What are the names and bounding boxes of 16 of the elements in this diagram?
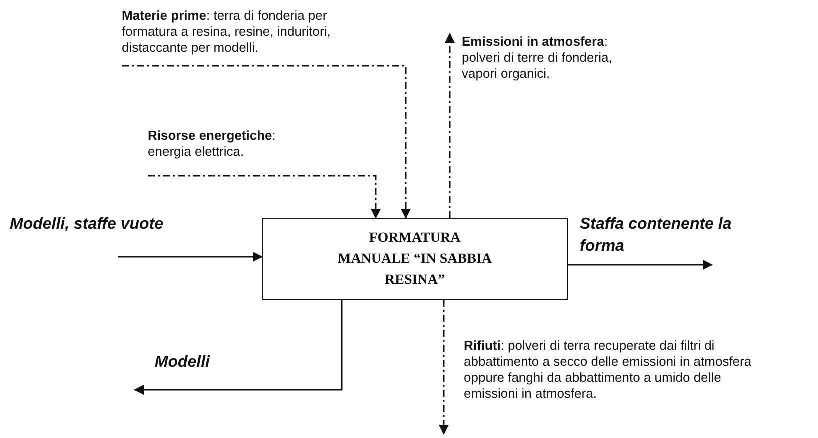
output-note: Emissioni in atmosfera: polveri di terre di fonderia, vapori organici. [462, 34, 614, 82]
output-label: Modelli [154, 353, 210, 373]
input-label: Modelli, staffe vuote [10, 215, 165, 235]
arrow [445, 33, 455, 218]
process-box [262, 218, 568, 300]
arrow [148, 175, 381, 219]
arrow [122, 65, 411, 219]
waste-note: Rifiuti: polveri di terra recuperate dai filtri di abbattimento a secco delle emissioni in atmosfera oppure fanghi da abbattimento a umido delle emissioni in atmosfera. [464, 338, 753, 402]
process-title: FORMATURA MANUALE “IN SABBIA RESINA” [336, 230, 494, 290]
arrow [134, 300, 343, 395]
arrow [568, 260, 713, 270]
arrow [439, 300, 449, 435]
input-note: Risorse energetiche: energia elettrica. [148, 128, 277, 160]
arrow [118, 252, 263, 262]
input-note: Materie prime: terra di fonderia per formatura a resina, resine, induritori, distaccante per modelli. [122, 8, 332, 56]
output-label: Staffa contenente la forma [580, 215, 733, 257]
